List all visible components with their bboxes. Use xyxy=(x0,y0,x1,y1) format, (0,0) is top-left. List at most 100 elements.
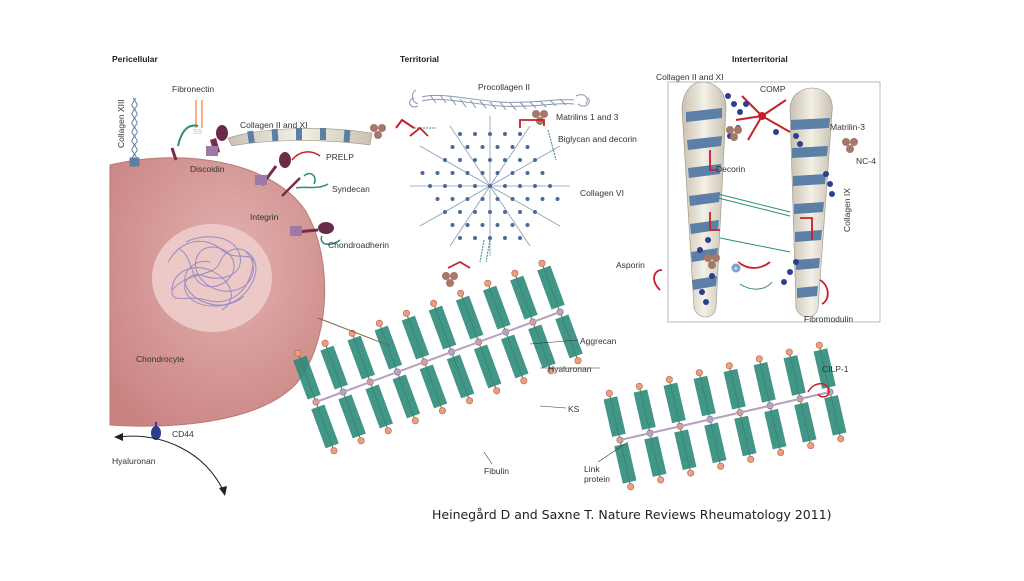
collagen-vi-node xyxy=(503,210,507,214)
label-fibromodulin: Fibromodulin xyxy=(804,314,853,324)
collagen-vi-node xyxy=(518,236,522,240)
aggrecan-terminal xyxy=(511,269,519,277)
collagen-vi-node xyxy=(465,197,470,201)
aggrecan-brush xyxy=(633,389,656,431)
aggrecan-terminal xyxy=(695,369,703,377)
label-hyaluronan-cell: Hyaluronan xyxy=(112,456,156,466)
aggrecan-brush xyxy=(473,344,502,389)
collagen-vi-node xyxy=(540,171,545,175)
cell-connector-line xyxy=(317,317,391,347)
collagen-vi-node xyxy=(488,184,492,188)
label-chondrocyte: Chondrocyte xyxy=(136,354,184,364)
collagen-vi-node xyxy=(473,184,477,188)
collagen-vi-node xyxy=(465,223,470,227)
aggrecan-brush xyxy=(603,396,626,437)
aggrecan-terminal xyxy=(574,357,582,365)
procollagen-ii xyxy=(409,89,590,111)
collagen-fibril-left xyxy=(681,81,727,318)
collagen-vi-node xyxy=(480,223,485,227)
collagen-vi-node xyxy=(473,236,477,240)
aggrecan-terminal xyxy=(430,299,438,307)
collagen-vi-node xyxy=(428,184,432,188)
label-ss: SS xyxy=(193,129,203,136)
collagen-vi-node xyxy=(435,197,440,201)
aggrecan-terminal xyxy=(605,389,613,397)
aggrecan-brush xyxy=(293,355,321,400)
collagen-vi-node xyxy=(450,223,455,227)
aggrecan-brush xyxy=(723,368,746,410)
aggrecan-brush xyxy=(783,355,806,396)
collagen-vi-network xyxy=(410,116,570,256)
aggrecan-brush xyxy=(374,325,403,370)
label-chondroadherin: Chondroadherin xyxy=(328,240,389,250)
aggrecan-terminal xyxy=(384,427,392,435)
collagen-vi-node xyxy=(533,210,537,214)
collagen-vi-node xyxy=(518,158,522,162)
label-nc4: NC-4 xyxy=(856,156,876,166)
aggrecan-terminal xyxy=(777,449,785,457)
collagen-fibril-pericellular xyxy=(227,118,436,147)
collagen-vi-node xyxy=(480,145,485,149)
collagen-vi-node xyxy=(533,184,537,188)
aggrecan-terminal xyxy=(815,341,823,349)
collagen-vi-node xyxy=(450,171,455,175)
aggrecan-terminal xyxy=(747,455,755,463)
aggrecan-brush xyxy=(419,364,448,409)
aggrecan-terminal xyxy=(725,362,733,370)
collagen-vi-node xyxy=(503,236,507,240)
aggrecan-brush xyxy=(663,382,686,424)
syndecan-receptor xyxy=(281,172,329,197)
collagen-vi-node xyxy=(518,184,522,188)
label-matrilins: Matrilins 1 and 3 xyxy=(556,112,619,122)
aggrecan-brush xyxy=(753,362,776,403)
aggrecan-terminal xyxy=(755,355,763,363)
collagen-vi-node xyxy=(510,197,515,201)
aggrecan-terminal xyxy=(438,407,446,415)
aggrecan-brush xyxy=(510,275,538,320)
label-fibronectin: Fibronectin xyxy=(172,84,214,94)
aggrecan-brush xyxy=(824,395,847,436)
aggrecan-terminal xyxy=(785,348,793,356)
aggrecan-terminal xyxy=(627,483,635,491)
collagen-vi-node xyxy=(420,171,425,175)
interterritorial-panel: + xyxy=(653,81,881,323)
collagen-vi-node xyxy=(525,223,530,227)
aggrecan-brush xyxy=(347,335,375,380)
label-fibulin: Fibulin xyxy=(484,466,509,476)
label-asporin: Asporin xyxy=(616,260,645,270)
collagen-vi-node xyxy=(458,158,462,162)
aggrecan-terminal xyxy=(538,259,546,267)
collagen-xiii-chain xyxy=(129,97,140,167)
prelp-receptor xyxy=(255,151,321,186)
label-syndecan: Syndecan xyxy=(332,184,370,194)
aggrecan-terminal xyxy=(635,382,643,390)
cilp1-symbol xyxy=(807,382,830,398)
label-cilp1: CILP-1 xyxy=(822,364,849,374)
integrin-receptor xyxy=(290,222,341,246)
label-matrilin-3: Matrilin-3 xyxy=(830,122,865,132)
collagen-vi-node xyxy=(480,197,485,201)
comp-molecule xyxy=(735,95,791,141)
chondrocyte-cell xyxy=(109,157,326,427)
collagen-vi-node xyxy=(525,171,530,175)
teal-connectors xyxy=(717,193,791,290)
label-hyaluronan-matrix: Hyaluronan xyxy=(548,364,592,374)
aggrecan-complex-interterritorial xyxy=(603,341,847,491)
collagen-vi-node xyxy=(510,223,515,227)
label-collagen-vi: Collagen VI xyxy=(580,188,624,198)
collagen-vi-node xyxy=(488,158,492,162)
label-comp: COMP xyxy=(760,84,786,94)
aggrecan-terminal xyxy=(717,462,725,470)
collagen-vi-node xyxy=(503,158,507,162)
aggrecan-brush xyxy=(644,436,667,477)
label-aggrecan: Aggrecan xyxy=(580,336,617,346)
aggrecan-brush xyxy=(446,354,475,399)
aggrecan-brush xyxy=(537,265,565,310)
discoidin-receptor xyxy=(206,125,228,156)
aggrecan-terminal xyxy=(493,387,501,395)
citation-text: Heinegård D and Saxne T. Nature Reviews … xyxy=(432,507,832,522)
collagen-vi-node xyxy=(495,171,500,175)
aggrecan-brush xyxy=(813,348,836,389)
hyaluronan-arrow xyxy=(117,435,225,493)
collagen-vi-node xyxy=(488,236,492,240)
